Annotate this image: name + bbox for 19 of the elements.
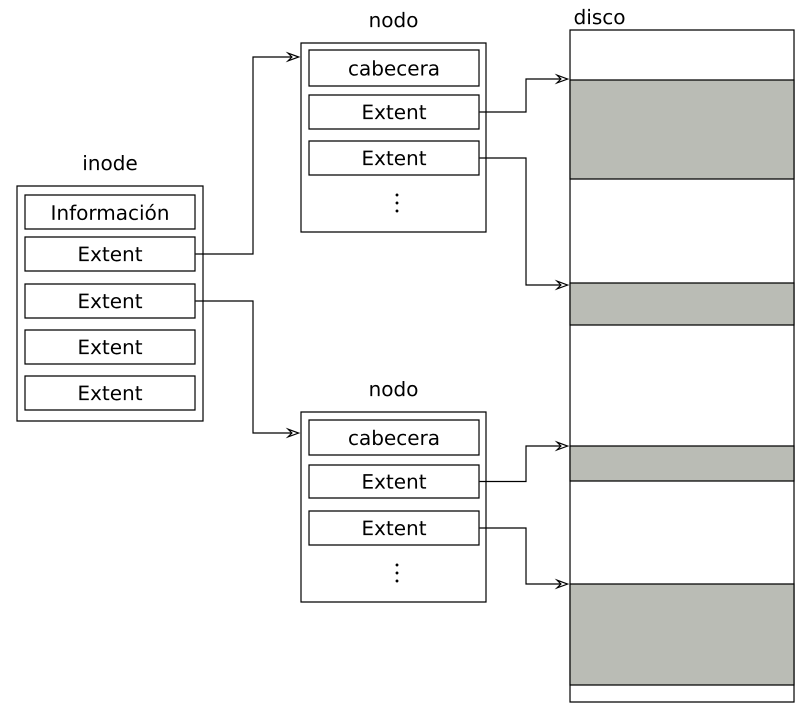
field-box: Extent: [24, 375, 196, 411]
field-box: Extent: [308, 140, 480, 176]
field-box: cabecera: [308, 49, 480, 87]
field-box: Extent: [24, 329, 196, 365]
heading: inode: [84, 154, 137, 170]
heading: nodo: [370, 12, 418, 28]
field-box: Extent: [308, 510, 480, 546]
field-box: Extent: [24, 236, 196, 272]
heading: disco: [574, 8, 624, 24]
disk-block: [569, 445, 795, 482]
disk-block: [569, 282, 795, 326]
field-box: Extent: [308, 464, 480, 499]
heading: nodo: [370, 380, 418, 396]
field-box: cabecera: [308, 419, 480, 456]
field-box: Extent: [308, 94, 480, 130]
disk-block: [569, 79, 795, 180]
disk-block: [569, 583, 795, 686]
field-box: Extent: [24, 283, 196, 319]
field-box: Información: [24, 194, 196, 230]
